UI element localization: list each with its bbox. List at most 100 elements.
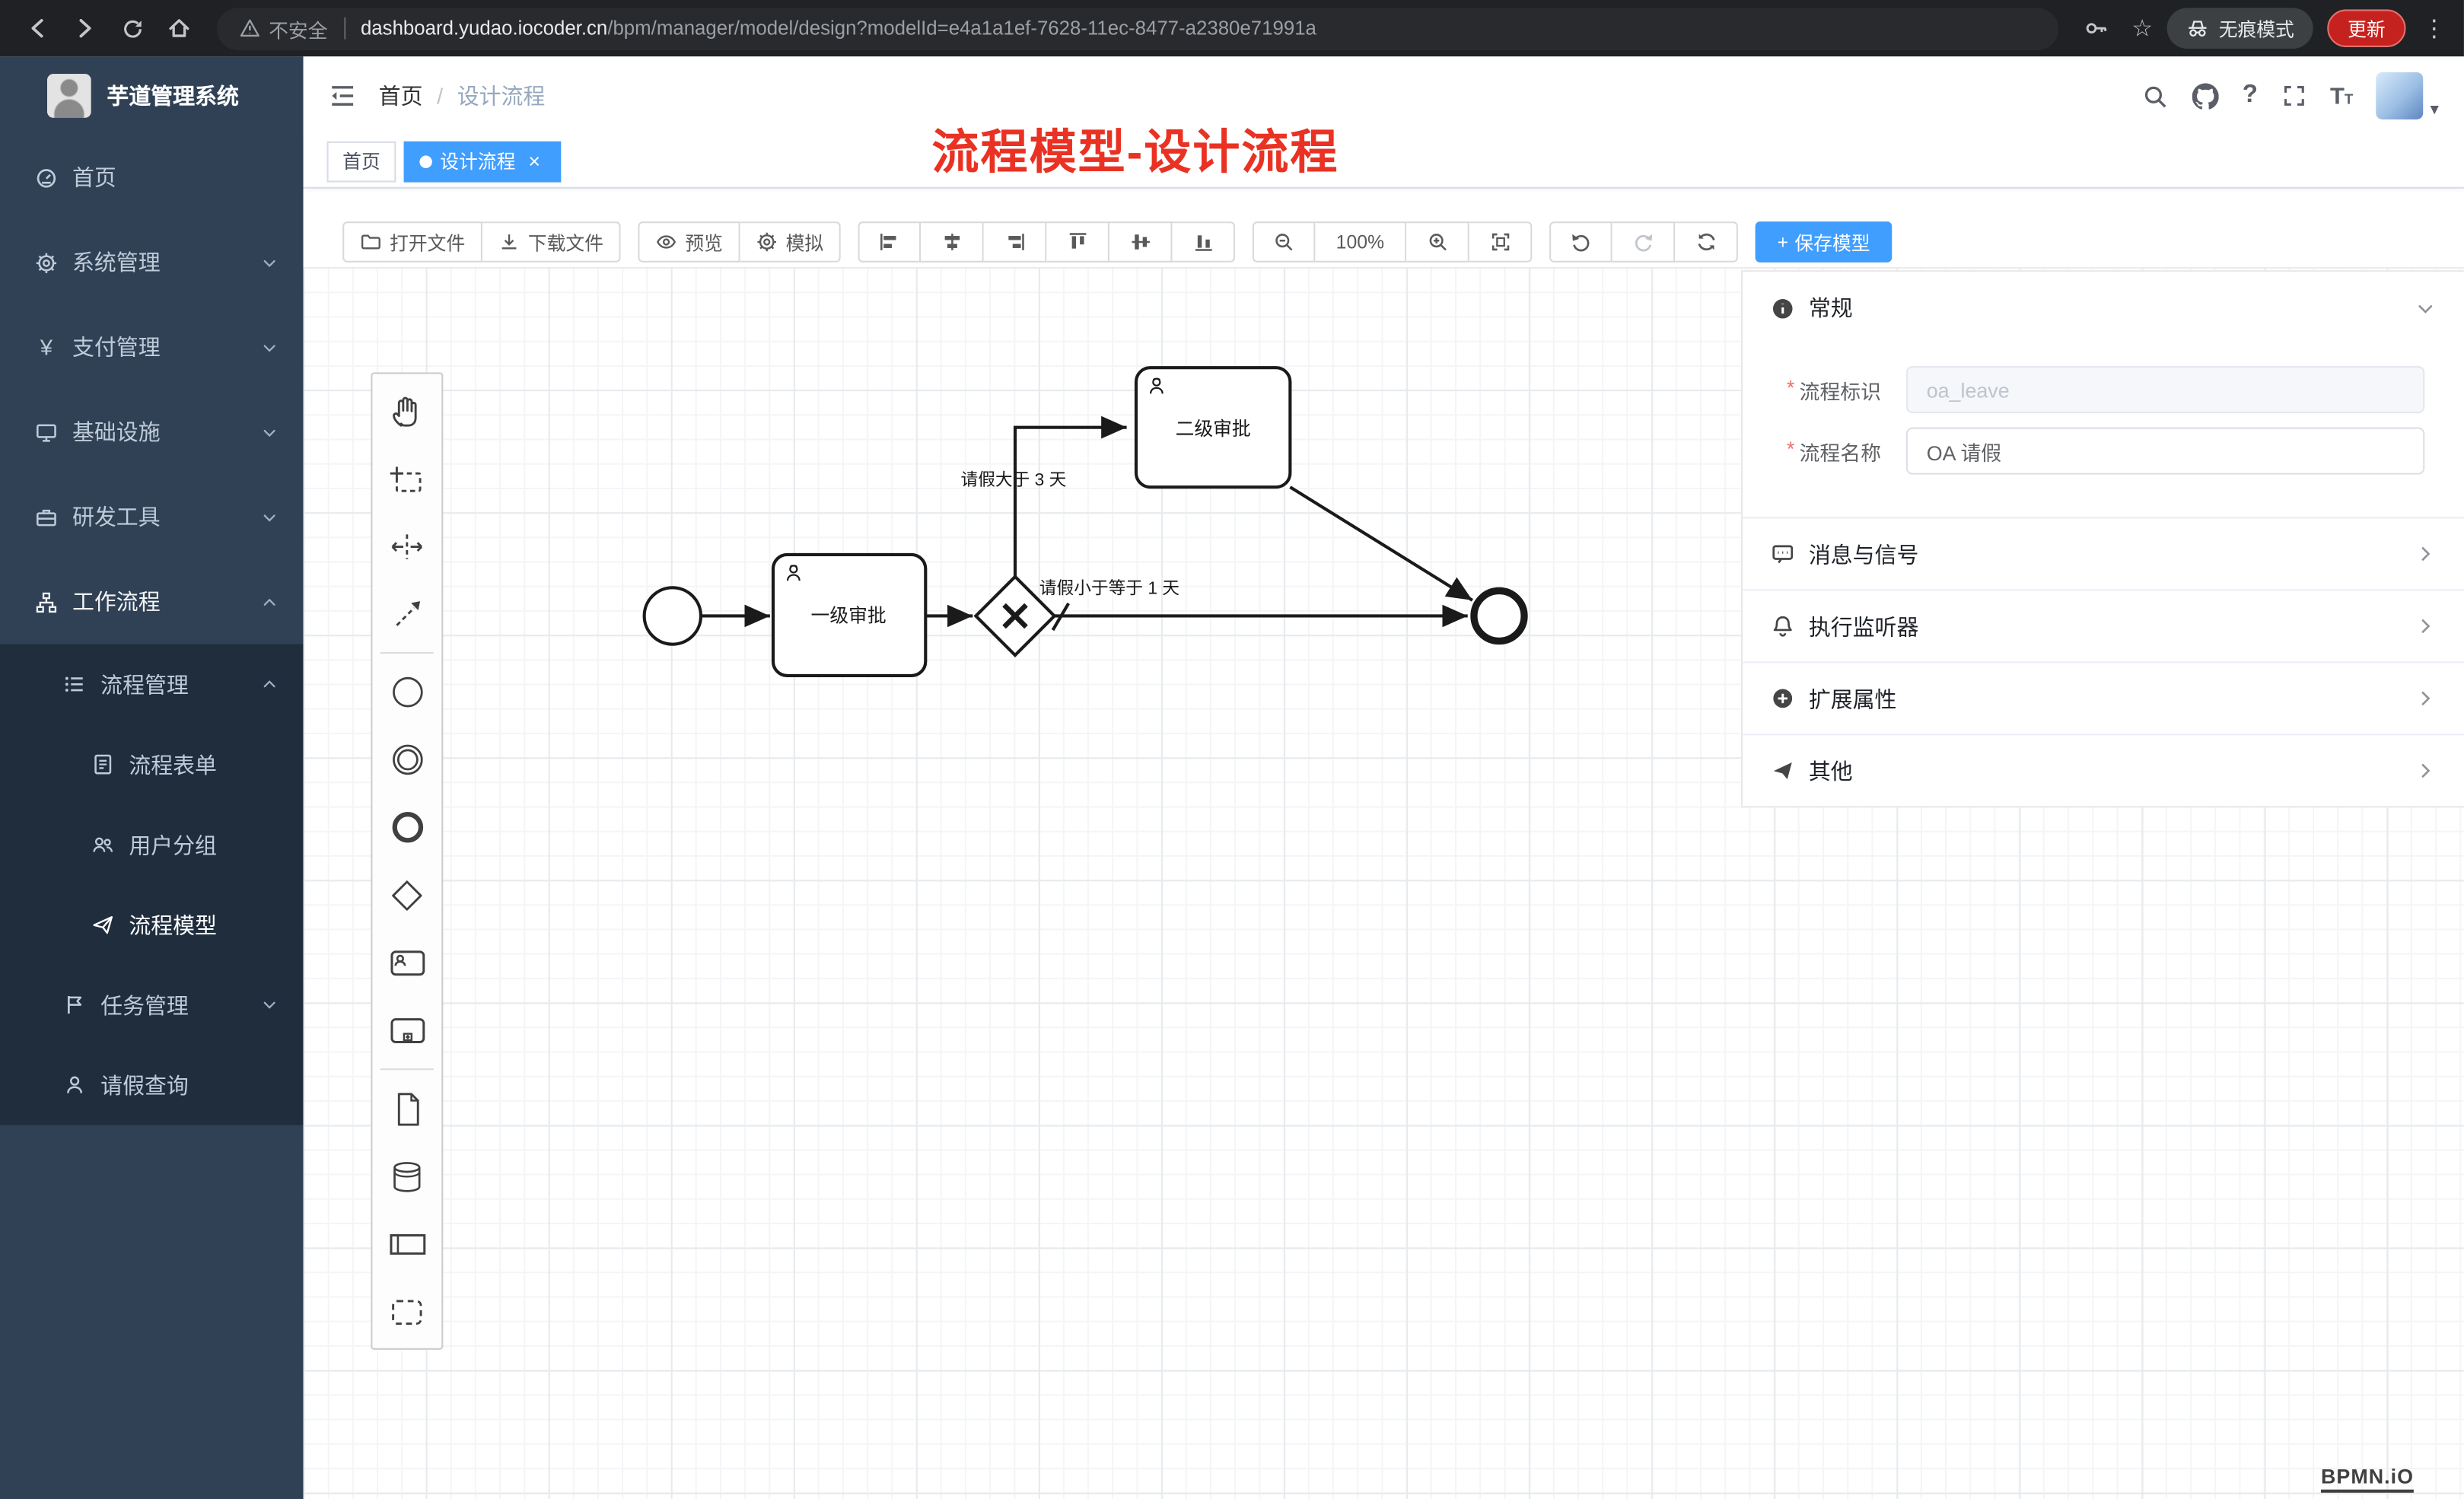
create-participant[interactable] [372, 1210, 441, 1278]
bpmn-canvas[interactable]: 一级审批 二级审批 请假大于 3 天 请假小于等于 1 天 [304, 189, 2464, 1499]
bpmn-end-event[interactable] [1470, 587, 1528, 645]
undo-button[interactable] [1549, 221, 1612, 263]
chevron-right-icon [2415, 688, 2436, 708]
sidebar-item-task-management[interactable]: 任务管理 [0, 965, 304, 1045]
chevron-down-icon [261, 996, 279, 1014]
create-subprocess[interactable] [372, 996, 441, 1064]
sidebar-toggle-button[interactable] [329, 81, 357, 110]
message-icon [1771, 542, 1794, 565]
password-key-button[interactable] [2074, 6, 2118, 50]
folder-icon [360, 231, 382, 253]
caret-down-icon: ▾ [2430, 100, 2439, 119]
search-button[interactable] [2142, 82, 2169, 109]
section-execution-listener[interactable]: 执行监听器 [1743, 589, 2464, 661]
tag-design-process[interactable]: 设计流程 × [403, 140, 562, 182]
bookmark-star-icon[interactable]: ☆ [2131, 15, 2153, 43]
docs-help-button[interactable]: ? [2242, 81, 2258, 109]
sidebar-item-infrastructure[interactable]: 基础设施 [0, 390, 304, 475]
browser-update-button[interactable]: 更新 [2327, 9, 2406, 47]
bpmn-exclusive-gateway[interactable] [973, 574, 1057, 658]
flow-task2-to-end[interactable] [1289, 485, 1473, 602]
zoom-reset-button[interactable] [1469, 221, 1533, 263]
browser-home-button[interactable] [158, 6, 202, 50]
sequence-flows[interactable] [700, 415, 1473, 632]
sidebar-item-system[interactable]: 系统管理 [0, 220, 304, 305]
hand-tool[interactable] [372, 377, 441, 445]
bpmn-start-event[interactable] [642, 586, 703, 646]
chevron-down-icon [261, 339, 279, 356]
flow-gateway-to-task2[interactable] [1013, 415, 1127, 577]
fullscreen-button[interactable] [2281, 83, 2306, 108]
site-security-status[interactable]: 不安全 [239, 14, 328, 43]
sidebar-item-label: 研发工具 [72, 504, 161, 530]
section-extension-attributes[interactable]: 扩展属性 [1743, 661, 2464, 734]
breadcrumb-home[interactable]: 首页 [378, 83, 423, 109]
create-data-store[interactable] [372, 1142, 441, 1210]
flow-condition-label[interactable]: 请假大于 3 天 [961, 469, 1067, 489]
sidebar-item-payment[interactable]: ¥ 支付管理 [0, 305, 304, 390]
bpmn-io-watermark[interactable]: BPMN.iO [2321, 1465, 2415, 1493]
download-file-button[interactable]: 下载文件 [482, 221, 621, 263]
section-general[interactable]: 常规 [1743, 272, 2464, 344]
preview-button[interactable]: 预览 [638, 221, 740, 263]
address-bar[interactable]: 不安全 dashboard.yudao.iocoder.cn /bpm/mana… [216, 7, 2058, 50]
sidebar-item-workflow[interactable]: 工作流程 [0, 559, 304, 644]
chevron-down-icon [261, 424, 279, 441]
create-group[interactable] [372, 1278, 441, 1345]
sidebar-item-home[interactable]: 首页 [0, 135, 304, 221]
gear-icon [756, 231, 778, 253]
sidebar-item-user-group[interactable]: 用户分组 [0, 804, 304, 884]
align-right-button[interactable] [983, 221, 1047, 263]
save-model-button[interactable]: + 保存模型 [1755, 221, 1893, 263]
participant-icon [386, 1223, 428, 1265]
browser-reload-button[interactable] [110, 6, 154, 50]
zoom-level-button[interactable]: 100% [1315, 221, 1407, 263]
global-connect-tool[interactable] [372, 580, 441, 648]
bpmn-task-first-approval[interactable]: 一级审批 [771, 552, 928, 678]
sidebar-item-process-form[interactable]: 流程表单 [0, 724, 304, 804]
align-left-button[interactable] [858, 221, 922, 263]
sidebar-item-devtools[interactable]: 研发工具 [0, 475, 304, 560]
font-size-button[interactable]: TT [2330, 82, 2353, 109]
browser-forward-button[interactable] [63, 6, 107, 50]
restart-button[interactable] [1675, 221, 1739, 263]
redo-icon [1632, 231, 1654, 253]
sidebar-item-process-management[interactable]: 流程管理 [0, 644, 304, 724]
app-logo-row[interactable]: 芋道管理系统 [0, 56, 304, 135]
sidebar-item-process-model[interactable]: 流程模型 [0, 885, 304, 965]
create-user-task[interactable] [372, 928, 441, 996]
breadcrumb: 首页 / 设计流程 [379, 80, 546, 111]
align-center-button[interactable] [921, 221, 984, 263]
align-bottom-button[interactable] [1172, 221, 1236, 263]
user-menu[interactable]: ▾ [2376, 72, 2439, 119]
open-file-button[interactable]: 打开文件 [342, 221, 482, 263]
flow-condition-label[interactable]: 请假小于等于 1 天 [1039, 578, 1179, 598]
bpmn-palette [371, 372, 444, 1350]
create-end-event[interactable] [372, 794, 441, 861]
data-store-icon [387, 1156, 428, 1197]
align-top-button[interactable] [1046, 221, 1110, 263]
redo-button[interactable] [1612, 221, 1676, 263]
space-tool[interactable] [372, 512, 441, 580]
lasso-tool[interactable] [372, 444, 441, 512]
process-name-input[interactable] [1905, 427, 2425, 475]
field-label: * 流程标识 [1787, 375, 1906, 405]
section-message-signal[interactable]: 消息与信号 [1743, 517, 2464, 589]
browser-menu-button[interactable]: ⋮ [2422, 15, 2446, 43]
zoom-in-button[interactable] [1406, 221, 1469, 263]
create-intermediate-event[interactable] [372, 726, 441, 794]
github-link[interactable] [2192, 82, 2219, 109]
top-navbar: 首页 / 设计流程 ? TT ▾ [303, 56, 2464, 135]
tag-close-icon[interactable]: × [528, 149, 541, 173]
sidebar-item-leave-query[interactable]: 请假查询 [0, 1045, 304, 1125]
bpmn-task-second-approval[interactable]: 二级审批 [1134, 366, 1292, 489]
zoom-out-button[interactable] [1252, 221, 1316, 263]
create-gateway[interactable] [372, 861, 441, 929]
section-other[interactable]: 其他 [1743, 734, 2464, 806]
simulate-button[interactable]: 模拟 [740, 221, 841, 263]
browser-back-button[interactable] [16, 6, 60, 50]
create-data-object[interactable] [372, 1074, 441, 1142]
align-middle-button[interactable] [1109, 221, 1173, 263]
create-start-event[interactable] [372, 658, 441, 726]
tag-home[interactable]: 首页 [326, 140, 396, 182]
